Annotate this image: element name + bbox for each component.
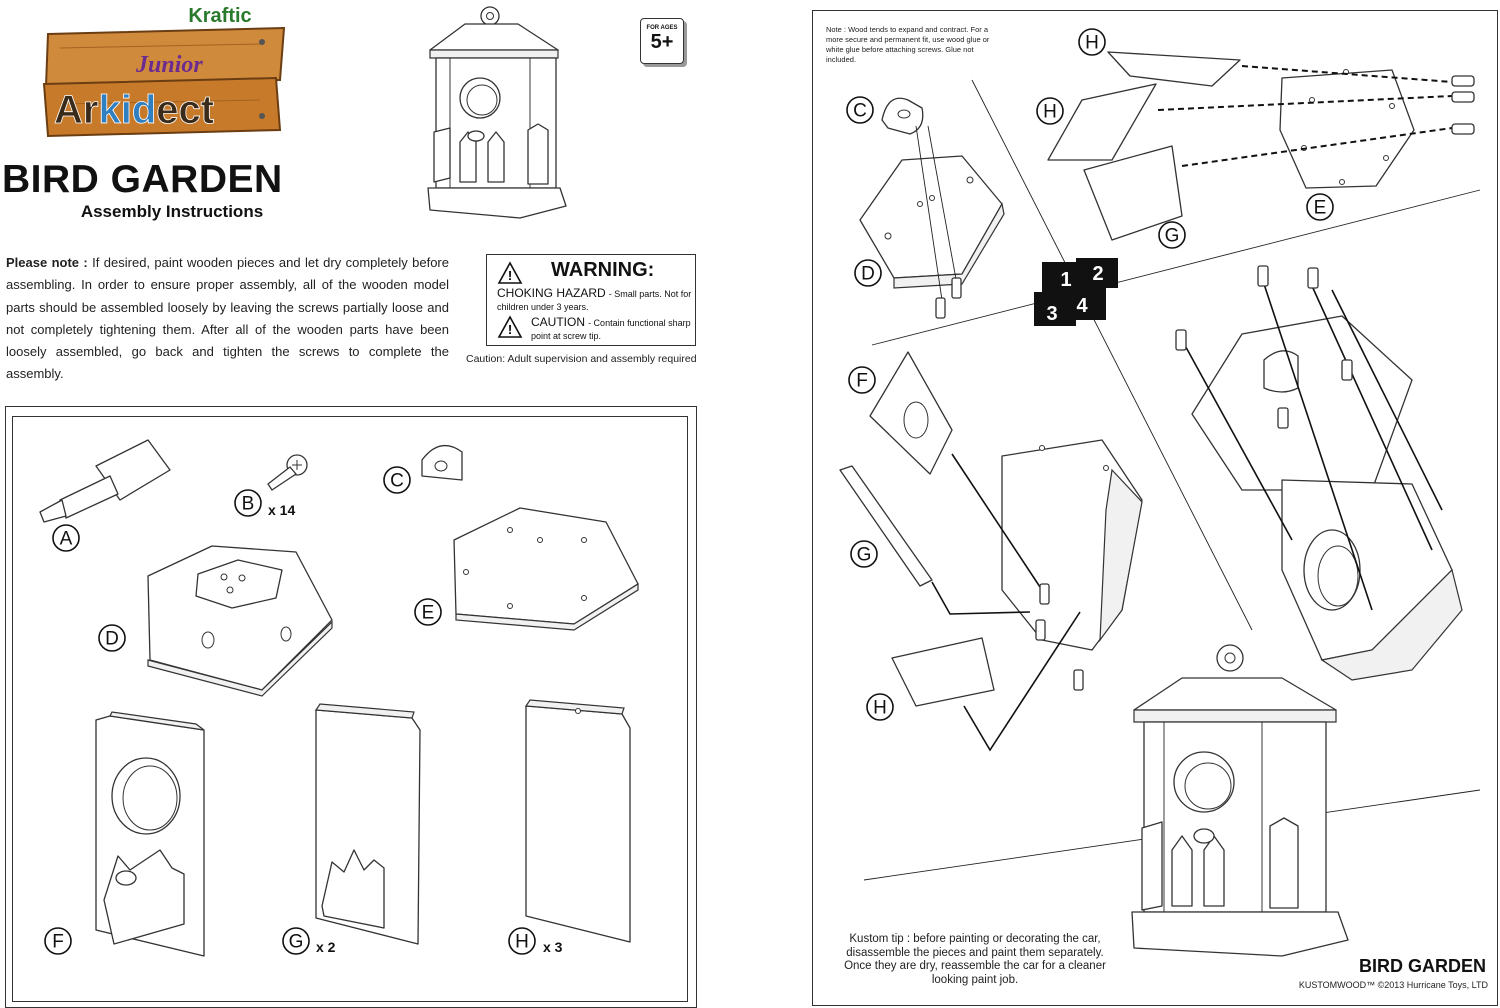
label-e: E (422, 603, 435, 624)
part-g-side-panel (314, 703, 421, 945)
assembly-note: Please note : If desired, paint wooden p… (6, 252, 449, 386)
age-badge: FOR AGES 5+ (640, 18, 684, 64)
qty-h: x 3 (543, 939, 563, 955)
step3-label-f: F (856, 371, 868, 392)
qty-g: x 2 (316, 939, 336, 955)
step4-parts (1175, 265, 1463, 681)
svg-text:!: ! (508, 322, 512, 337)
footer-title: BIRD GARDEN (1358, 956, 1486, 976)
kustom-tip: Kustom tip : before painting or decorati… (844, 933, 1106, 986)
note-lead: Please note : (6, 255, 88, 270)
logo-ect: ect (156, 88, 214, 132)
logo-kid: kid (98, 88, 156, 132)
step1-label-d: D (861, 264, 875, 285)
birdhouse-preview-illustration (410, 2, 580, 224)
step-1: 1 (1060, 269, 1071, 291)
step2-label-h2: H (1043, 102, 1057, 123)
brand-logo: Junior Arkidect (40, 6, 290, 138)
svg-text:!: ! (508, 268, 512, 283)
part-c-block (421, 444, 463, 481)
step3-label-h: H (873, 698, 887, 719)
parts-list-diagram: A B x 14 C D E F (39, 439, 639, 957)
supervision-caution: Caution: Adult supervision and assembly … (466, 353, 697, 365)
step2-parts (1047, 51, 1475, 241)
part-e-plate (453, 507, 639, 631)
part-d-base (147, 545, 333, 697)
choking-hazard: CHOKING HAZARD - Small parts. Not for ch… (497, 286, 692, 313)
step-3: 3 (1046, 303, 1057, 325)
warning-box: ! WARNING: CHOKING HAZARD - Small parts.… (486, 254, 696, 346)
wood-note: Note : Wood tends to expand and contract… (826, 25, 990, 64)
warning-triangle-icon: ! (497, 261, 523, 284)
logo-junior: Junior (135, 52, 203, 78)
assembly-diagram: C D H H G E 1 2 3 4 (839, 28, 1481, 957)
step-badges: 1 2 3 4 (1034, 258, 1118, 326)
label-d: D (105, 629, 119, 650)
label-c: C (390, 471, 404, 492)
caution-text: CAUTION - Contain functional sharp point… (531, 315, 691, 342)
step-4: 4 (1076, 295, 1088, 317)
part-a-screwdriver (39, 439, 171, 523)
step2-label-h1: H (1085, 33, 1099, 54)
label-g: G (289, 932, 304, 953)
part-f-front-panel (95, 711, 205, 957)
assembly-frame (812, 10, 1498, 1006)
page-subtitle: Assembly Instructions (80, 202, 264, 221)
qty-b: x 14 (268, 502, 295, 518)
step2-label-g: G (1165, 226, 1180, 247)
part-b-screw (267, 454, 308, 491)
age-value: 5+ (650, 31, 674, 53)
parts-frame-inner (12, 416, 688, 1002)
note-text: If desired, paint wooden pieces and let … (6, 255, 449, 382)
caution-triangle-icon: ! (497, 315, 523, 338)
step1-parts (859, 97, 1005, 319)
footer-copyright: KUSTOMWOOD™ ©2013 Hurricane Toys, LTD (1298, 980, 1488, 990)
label-b: B (242, 494, 255, 515)
label-h: H (515, 932, 529, 953)
label-a: A (60, 529, 73, 550)
step-2: 2 (1092, 263, 1103, 285)
step3-label-g: G (857, 545, 872, 566)
step3-parts (839, 351, 1143, 752)
part-h-plain-panel (524, 699, 631, 943)
step2-label-e: E (1314, 198, 1327, 219)
brand-name: Kraftic (188, 5, 252, 27)
logo-ar: Ar (54, 88, 98, 132)
finished-birdhouse (1131, 644, 1349, 957)
age-label: FOR AGES (646, 25, 678, 31)
warning-title: WARNING: (551, 259, 655, 281)
step1-label-c: C (853, 101, 867, 122)
label-f: F (52, 932, 64, 953)
page-title: BIRD GARDEN (2, 158, 283, 201)
svg-text:Arkidect: Arkidect (54, 88, 214, 132)
